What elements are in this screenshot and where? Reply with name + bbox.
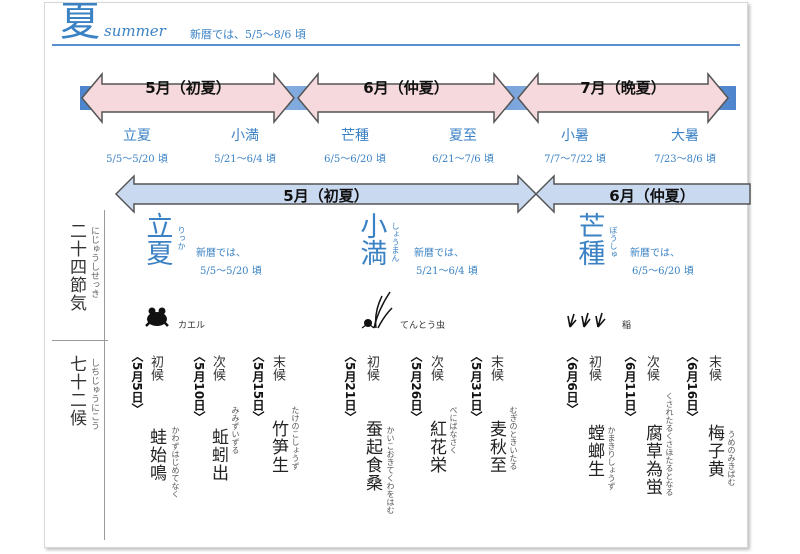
ko-ruby: うめのみきばむ bbox=[727, 430, 736, 486]
month-arrow-top-2 bbox=[297, 71, 515, 125]
ko-type: 次候 bbox=[644, 355, 659, 381]
sekki-name: 夏至 bbox=[449, 128, 477, 144]
sekki-range: 7/23～8/6 頃 bbox=[654, 154, 716, 165]
icon-caption: カエル bbox=[178, 321, 206, 331]
ko-name: 竹笋生 bbox=[268, 420, 288, 474]
ko-ruby: たけのこしょうず bbox=[291, 406, 300, 470]
frog-icon bbox=[145, 307, 169, 327]
ko-date: 〈6月16日〉 bbox=[685, 350, 699, 424]
season-title: 夏 bbox=[60, 0, 100, 45]
ko-type: 末候 bbox=[270, 355, 285, 381]
ko-ruby: くされたるくさほたるとなる bbox=[665, 392, 674, 496]
ko-ruby: かいこおきてくわをはむ bbox=[386, 426, 395, 514]
ko-ruby: むぎのときいたる bbox=[509, 406, 518, 470]
ko-name: 麦秋至 bbox=[486, 420, 506, 474]
insect-icon bbox=[361, 291, 393, 329]
icon-caption: てんとう虫 bbox=[400, 321, 446, 331]
sekki-name: 芒種 bbox=[341, 128, 369, 144]
ko-ruby: かまきりしょうず bbox=[607, 426, 616, 490]
season-subtitle: summer bbox=[104, 22, 166, 40]
month-arrow-mid-label-2: 6月（仲夏） bbox=[609, 187, 695, 205]
ko-section-label: 七十二候 bbox=[66, 355, 86, 427]
header-divider bbox=[52, 44, 740, 46]
month-arrow-top-3 bbox=[517, 71, 729, 125]
sekki-range: 6/5～6/20 頃 bbox=[324, 154, 386, 165]
ko-type: 末候 bbox=[488, 355, 503, 381]
detail-sekki-newcal: 新暦では、 bbox=[630, 248, 680, 259]
ko-date: 〈5月5日〉 bbox=[130, 350, 144, 415]
detail-sekki-ruby: しょうまん bbox=[391, 222, 400, 262]
ko-name: 螳螂生 bbox=[584, 424, 604, 478]
ko-section-ruby: しちじゅうにこう bbox=[89, 358, 99, 430]
sekki-name: 大暑 bbox=[671, 128, 699, 144]
detail-sekki-range: 5/5～5/20 頃 bbox=[200, 266, 262, 277]
detail-sekki-kanji: 立夏 bbox=[141, 212, 173, 266]
sekki-section-ruby: にじゅうしせっき bbox=[89, 226, 99, 298]
detail-sekki-range: 6/5～6/20 頃 bbox=[632, 266, 694, 277]
ko-name: 蛙始鳴 bbox=[146, 428, 166, 482]
ko-name: 蚯蚓出 bbox=[208, 428, 228, 482]
ko-name: 梅子黄 bbox=[704, 424, 724, 478]
ko-name: 紅花栄 bbox=[426, 420, 446, 474]
ko-date: 〈5月31日〉 bbox=[469, 350, 483, 424]
month-arrow-top-label-3: 7月（晩夏） bbox=[580, 79, 666, 97]
sekki-name: 立夏 bbox=[123, 128, 151, 144]
section-separator bbox=[52, 340, 108, 341]
ko-name: 蚕起食桑 bbox=[362, 420, 382, 492]
ko-date: 〈6月11日〉 bbox=[623, 350, 637, 424]
detail-sekki-kanji: 芒種 bbox=[573, 212, 605, 266]
sekki-name: 小満 bbox=[231, 128, 259, 144]
season-range: 新暦では、5/5～8/6 頃 bbox=[190, 28, 306, 41]
ko-type: 末候 bbox=[706, 355, 721, 381]
ko-date: 〈6月6日〉 bbox=[565, 350, 579, 415]
ko-type: 初候 bbox=[364, 355, 379, 381]
ko-type: 初候 bbox=[586, 355, 601, 381]
ko-type: 次候 bbox=[428, 355, 443, 381]
detail-sekki-ruby: ぼうしゅ bbox=[609, 226, 618, 258]
ko-date: 〈5月21日〉 bbox=[343, 350, 357, 424]
detail-sekki-kanji: 小満 bbox=[355, 212, 387, 266]
sekki-name: 小暑 bbox=[561, 128, 589, 144]
month-arrow-mid-2 bbox=[534, 174, 751, 214]
detail-sekki-newcal: 新暦では、 bbox=[196, 248, 246, 259]
month-arrow-top-1 bbox=[81, 71, 295, 125]
sekki-range: 7/7～7/22 頃 bbox=[544, 154, 606, 165]
detail-sekki-ruby: りっか bbox=[177, 226, 186, 250]
ko-date: 〈5月26日〉 bbox=[409, 350, 423, 424]
month-arrow-mid-label-1: 5月（初夏） bbox=[283, 187, 369, 205]
detail-sekki-newcal: 新暦では、 bbox=[414, 248, 464, 259]
detail-sekki-range: 5/21～6/4 頃 bbox=[416, 266, 478, 277]
sekki-section-label: 二十四節気 bbox=[66, 222, 86, 312]
month-arrow-top-label-1: 5月（初夏） bbox=[145, 79, 231, 97]
rice-icon bbox=[567, 312, 606, 328]
ko-type: 初候 bbox=[148, 355, 163, 381]
ko-ruby: べにばなさく bbox=[449, 406, 458, 454]
month-arrow-top-label-2: 6月（仲夏） bbox=[363, 79, 449, 97]
side-divider bbox=[104, 210, 105, 540]
ko-type: 次候 bbox=[210, 355, 225, 381]
icon-caption: 稲 bbox=[622, 321, 632, 331]
sekki-range: 5/21～6/4 頃 bbox=[214, 154, 276, 165]
ko-ruby: かわずはじめてなく bbox=[171, 426, 180, 498]
sekki-range: 6/21～7/6 頃 bbox=[432, 154, 494, 165]
ko-date: 〈5月15日〉 bbox=[251, 350, 265, 424]
ko-name: 腐草為蛍 bbox=[642, 424, 662, 496]
ko-date: 〈5月10日〉 bbox=[192, 350, 206, 424]
sekki-range: 5/5～5/20 頃 bbox=[106, 154, 168, 165]
ko-ruby: みみずいずる bbox=[231, 406, 240, 454]
